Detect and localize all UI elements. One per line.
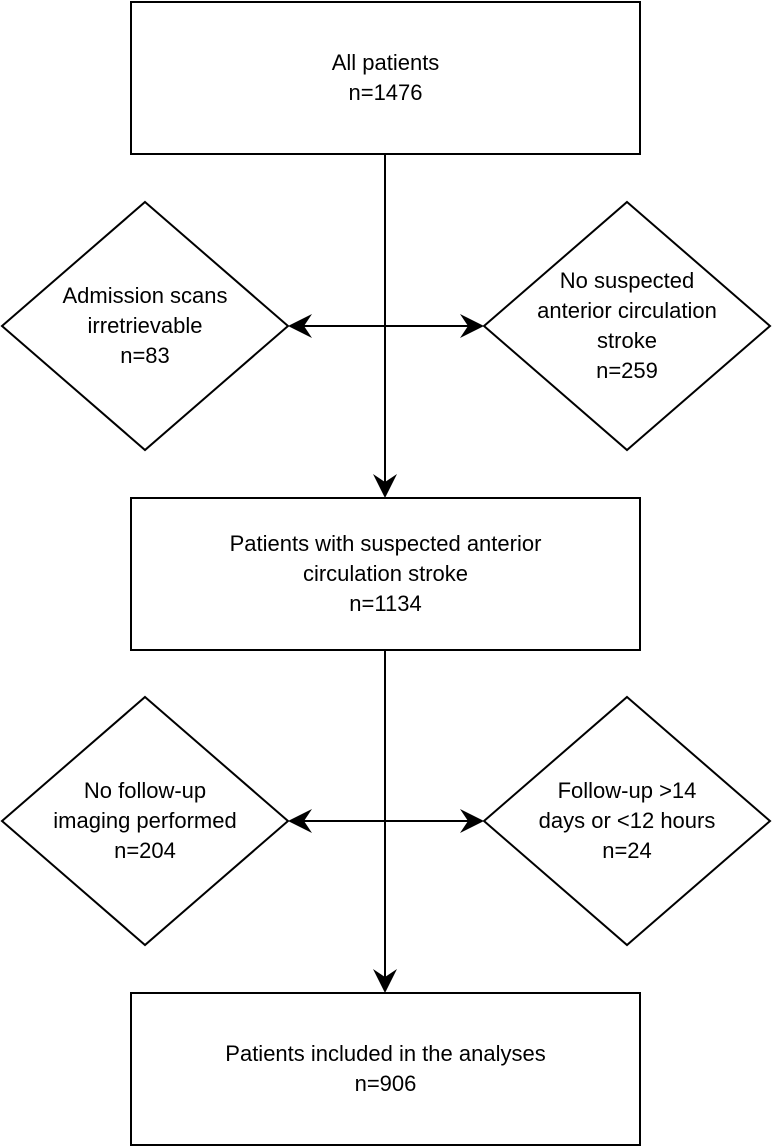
no-anterior-line-1: No suspected xyxy=(559,268,695,293)
no-followup-line-2: imaging performed xyxy=(53,808,237,833)
box-all-patients xyxy=(130,1,641,155)
irretrievable-line-1: Admission scans xyxy=(62,283,228,308)
irretrievable-label: Admission scans irretrievable n=83 xyxy=(2,236,288,416)
no-anterior-line-3: stroke xyxy=(597,328,657,353)
box-suspected xyxy=(130,497,641,651)
suspected-line-2: circulation stroke xyxy=(302,561,469,586)
followup-window-label: Follow-up >14 days or <12 hours n=24 xyxy=(484,731,770,911)
no-anterior-count: n=259 xyxy=(596,358,658,383)
diamond-irretrievable xyxy=(0,200,290,452)
box-included xyxy=(130,992,641,1146)
followup-window-count: n=24 xyxy=(602,838,652,863)
followup-window-line-2: days or <12 hours xyxy=(538,808,716,833)
included-count: n=906 xyxy=(354,1071,417,1096)
suspected-count: n=1134 xyxy=(349,591,422,616)
irretrievable-count: n=83 xyxy=(120,343,170,368)
included-label: Patients included in the analyses n=906 xyxy=(131,993,640,1145)
no-followup-count: n=204 xyxy=(114,838,176,863)
diamond-followup-window xyxy=(482,695,772,947)
no-anterior-label: No suspected anterior circulation stroke… xyxy=(484,226,770,426)
no-anterior-line-2: anterior circulation xyxy=(537,298,717,323)
no-followup-label: No follow-up imaging performed n=204 xyxy=(2,731,288,911)
all-patients-title: All patients xyxy=(331,50,440,75)
irretrievable-line-2: irretrievable xyxy=(87,313,203,338)
diamond-no-anterior xyxy=(482,200,772,452)
suspected-line-1: Patients with suspected anterior xyxy=(229,531,542,556)
suspected-label: Patients with suspected anterior circula… xyxy=(131,498,640,650)
diamond-no-followup xyxy=(0,695,290,947)
included-line-1: Patients included in the analyses xyxy=(225,1041,546,1066)
followup-window-line-1: Follow-up >14 xyxy=(557,778,697,803)
all-patients-label: All patients n=1476 xyxy=(131,2,640,154)
no-followup-line-1: No follow-up xyxy=(83,778,207,803)
all-patients-count: n=1476 xyxy=(348,80,423,105)
